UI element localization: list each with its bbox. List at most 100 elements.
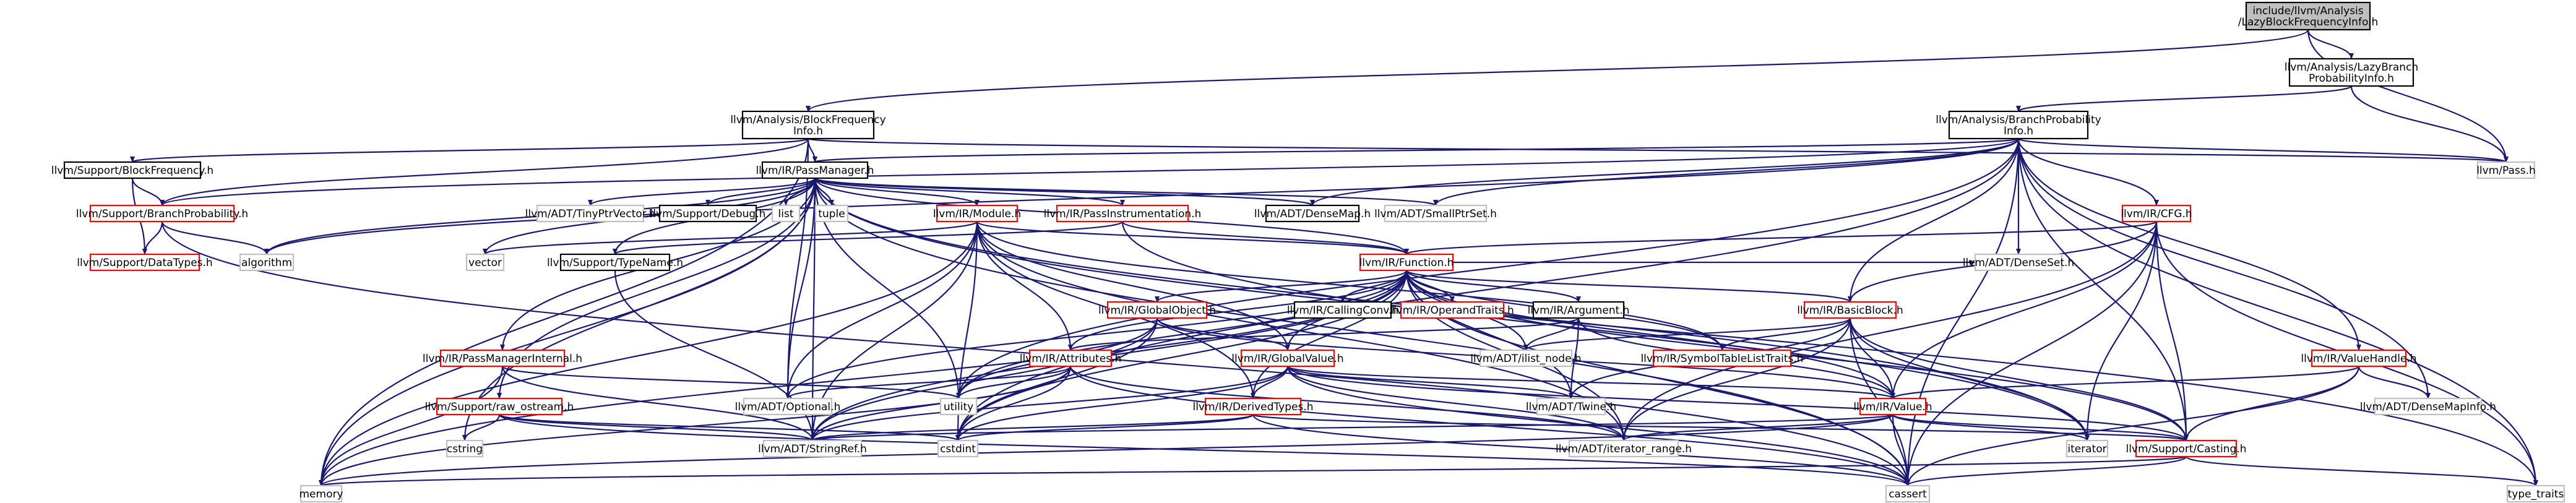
node-denseset[interactable]: llvm/ADT/DenseSet.h xyxy=(1963,253,2074,272)
node-argument[interactable]: llvm/IR/Argument.h xyxy=(1528,301,1630,319)
node-module[interactable]: llvm/IR/Module.h xyxy=(933,204,1021,223)
node-attributes-box xyxy=(1028,349,1113,368)
node-tuple[interactable]: tuple xyxy=(814,204,849,223)
node-optional[interactable]: llvm/ADT/Optional.h xyxy=(735,397,841,416)
node-rawostream-label-0: llvm/Support/raw_ostream.h xyxy=(425,401,574,413)
node-pass-box xyxy=(2476,161,2536,179)
node-memory-box xyxy=(299,484,343,503)
edge-bfi-to-branchprob xyxy=(160,138,809,206)
node-densemapinfo-label-0: llvm/ADT/DenseMapInfo.h xyxy=(2360,401,2496,413)
node-basicblock[interactable]: llvm/IR/BasicBlock.h xyxy=(1797,301,1903,319)
edge-bpi-to-casting xyxy=(2017,138,2189,441)
node-passmgr[interactable]: llvm/IR/PassManager.h xyxy=(756,161,874,179)
edge-branchprob-to-algorithm xyxy=(161,221,269,255)
edge-function-to-argument xyxy=(1405,270,1581,303)
node-typename[interactable]: llvm/Support/TypeName.h xyxy=(547,253,683,272)
node-cfg-label-0: llvm/IR/CFG.h xyxy=(2121,208,2192,220)
node-memory[interactable]: memory xyxy=(299,484,343,503)
node-function[interactable]: llvm/IR/Function.h xyxy=(1359,253,1454,272)
edge-passinstr-to-typename xyxy=(613,220,1124,256)
node-datatypes-label-0: llvm/Support/DataTypes.h xyxy=(77,257,212,269)
node-pmi-label-0: llvm/IR/PassManagerInternal.h xyxy=(423,353,582,365)
node-bpi-label-0: llvm/Analysis/BranchProbability xyxy=(1936,114,2101,126)
node-valuehandle[interactable]: llvm/IR/ValueHandle.h xyxy=(2301,349,2417,368)
node-list[interactable]: list xyxy=(771,204,801,223)
node-globalobject[interactable]: llvm/IR/GlobalObject.h xyxy=(1098,301,1216,319)
node-tinyptr-label-0: llvm/ADT/TinyPtrVector.h xyxy=(525,208,656,220)
node-derivedtypes-box xyxy=(1204,397,1302,416)
node-densemapinfo[interactable]: llvm/ADT/DenseMapInfo.h xyxy=(2360,397,2496,416)
edge-value-to-iterator xyxy=(1892,413,2090,442)
edge-bpi-to-cfg xyxy=(2017,138,2159,206)
node-tuple-label-0: tuple xyxy=(818,208,845,220)
node-symtab[interactable]: llvm/IR/SymbolTableListTraits.h xyxy=(1640,349,1804,368)
node-tuple-box xyxy=(814,204,849,223)
edge-rawostream-to-cstdint xyxy=(498,413,960,442)
edge-basicblock-to-symtab xyxy=(1720,317,1851,351)
node-typename-label-0: llvm/Support/TypeName.h xyxy=(547,257,683,269)
node-symtab-box xyxy=(1652,349,1792,368)
node-cstring[interactable]: cstring xyxy=(446,439,484,458)
node-cfg[interactable]: llvm/IR/CFG.h xyxy=(2121,204,2192,223)
node-datatypes-box xyxy=(89,253,200,272)
edge-valuehandle-to-cassert xyxy=(1905,366,2360,486)
edge-argument-to-attributes xyxy=(1068,317,1580,351)
node-iterator[interactable]: iterator xyxy=(2066,439,2109,458)
node-argument-box xyxy=(1532,301,1625,319)
node-derivedtypes[interactable]: llvm/IR/DerivedTypes.h xyxy=(1192,397,1314,416)
edge-lbpi-to-pass xyxy=(2350,85,2509,163)
node-twine[interactable]: llvm/ADT/Twine.h xyxy=(1526,397,1616,416)
node-derivedtypes-label-0: llvm/IR/DerivedTypes.h xyxy=(1192,401,1313,413)
node-bfi-label-0: llvm/Analysis/BlockFrequency xyxy=(730,114,885,126)
node-blockfreq[interactable]: llvm/Support/BlockFrequency.h xyxy=(51,161,213,179)
node-iterator-label-0: iterator xyxy=(2067,443,2106,455)
node-pass-label-0: llvm/Pass.h xyxy=(2476,165,2536,177)
node-algorithm[interactable]: algorithm xyxy=(239,253,295,272)
node-densemap[interactable]: llvm/ADT/DenseMap.h xyxy=(1254,204,1371,223)
node-bfi[interactable]: llvm/Analysis/BlockFrequencyInfo.h xyxy=(730,110,886,140)
node-lbpi[interactable]: llvm/Analysis/LazyBranchProbabilityInfo.… xyxy=(2285,58,2418,87)
node-value-box xyxy=(1859,397,1927,416)
node-cstdint[interactable]: cstdint xyxy=(937,439,979,458)
node-globalvalue[interactable]: llvm/IR/GlobalValue.h xyxy=(1231,349,1344,368)
edge-module-to-optional xyxy=(785,221,978,399)
node-attributes[interactable]: llvm/IR/Attributes.h xyxy=(1020,349,1121,368)
edge-bpi-to-utility xyxy=(956,138,2020,399)
node-datatypes[interactable]: llvm/Support/DataTypes.h xyxy=(77,253,213,272)
edge-bfi-to-passmgr xyxy=(807,138,817,163)
node-casting[interactable]: llvm/Support/Casting.h xyxy=(2126,439,2247,458)
edge-branchprob-to-datatypes xyxy=(142,221,163,255)
node-iterrange[interactable]: llvm/ADT/iterator_range.h xyxy=(1556,439,1692,458)
node-operandtraits-label-0: llvm/IR/OperandTraits.h xyxy=(1390,304,1514,317)
node-smallptrset[interactable]: llvm/ADT/SmallPtrSet.h xyxy=(1374,204,1497,223)
node-debug[interactable]: llvm/Support/Debug.h xyxy=(650,204,766,223)
edge-value-to-casting xyxy=(1892,413,2189,442)
node-vector[interactable]: vector xyxy=(465,253,505,272)
node-utility[interactable]: utility xyxy=(939,397,978,416)
node-typetraits[interactable]: type_traits xyxy=(2506,484,2565,503)
edge-derivedtypes-to-cstdint xyxy=(955,413,1254,442)
node-branchprob[interactable]: llvm/Support/BranchProbability.h xyxy=(76,204,248,223)
node-blockfreq-label-0: llvm/Support/BlockFrequency.h xyxy=(51,165,213,177)
node-pmi[interactable]: llvm/IR/PassManagerInternal.h xyxy=(423,349,582,368)
edge-valuehandle-to-densemapinfo xyxy=(2358,366,2431,399)
node-casting-box xyxy=(2135,439,2238,458)
edge-derivedtypes-to-casting xyxy=(1252,413,2189,442)
node-ilistnode[interactable]: llvm/ADT/ilist_node.h xyxy=(1470,349,1582,368)
edge-attributes-to-utility xyxy=(956,366,1072,399)
node-pass[interactable]: llvm/Pass.h xyxy=(2476,161,2536,179)
node-root-label-0: include/llvm/Analysis xyxy=(2252,5,2363,17)
node-rawostream[interactable]: llvm/Support/raw_ostream.h xyxy=(425,397,574,416)
node-value[interactable]: llvm/IR/Value.h xyxy=(1853,397,1932,416)
node-globalobject-box xyxy=(1106,301,1208,319)
node-callingconv[interactable]: llvm/IR/CallingConv.h xyxy=(1287,301,1398,319)
node-passinstr[interactable]: llvm/IR/PassInstrumentation.h xyxy=(1044,204,1202,223)
node-stringref[interactable]: llvm/ADT/StringRef.h xyxy=(758,439,867,458)
node-tinyptr[interactable]: llvm/ADT/TinyPtrVector.h xyxy=(525,204,656,223)
edge-value-to-memory xyxy=(319,414,1894,486)
node-algorithm-box xyxy=(239,253,295,272)
node-cassert[interactable]: cassert xyxy=(1885,484,1931,503)
node-operandtraits[interactable]: llvm/IR/OperandTraits.h xyxy=(1390,301,1514,319)
edge-value-to-stringref xyxy=(810,413,1894,442)
